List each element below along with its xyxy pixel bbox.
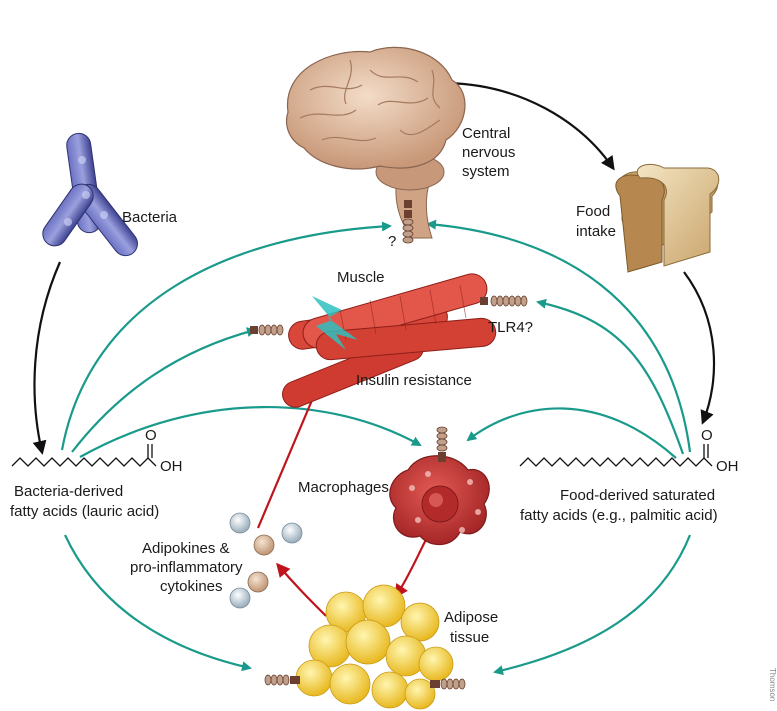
label-food: Food [576, 203, 610, 220]
arrow-food-to-fa [683, 271, 716, 425]
bacteria-illustration [42, 132, 138, 257]
bread-illustration [615, 163, 720, 273]
arrow-food-fa-to-macrophage [466, 407, 677, 459]
text-labels: Central nervous system ? Bacteria Food i… [10, 125, 777, 701]
arrow-bacteria-fa-to-adipose [64, 534, 252, 672]
receptor-muscle-left [250, 324, 284, 336]
label-insulin-resistance: Insulin resistance [356, 372, 472, 389]
lightning-bolt-icon [312, 296, 358, 350]
arrow-adipokines-to-muscle [256, 383, 321, 529]
label-muscle: Muscle [337, 269, 385, 286]
receptor-macrophage [436, 426, 448, 462]
label-cns: system [462, 163, 510, 180]
label-o-left: O [145, 427, 157, 444]
arrow-food-fa-to-cns [426, 219, 692, 453]
label-adipokines: cytokines [160, 578, 223, 595]
teal-arrows [60, 219, 692, 676]
adipose-illustration [295, 584, 454, 710]
arrow-food-fa-to-adipose [493, 534, 692, 676]
label-macrophages: Macrophages [298, 479, 389, 496]
label-bacteria: Bacteria [122, 209, 178, 226]
arrow-food-fa-to-tlr4 [536, 298, 685, 455]
palmitic-acid-structure [519, 444, 713, 467]
black-arrows [32, 81, 716, 455]
arrow-macrophage-to-adipose [394, 531, 431, 599]
receptor-adipose-left [264, 674, 300, 686]
receptor-cns [402, 200, 414, 244]
brain-illustration [285, 46, 466, 239]
macrophage-illustration [389, 426, 490, 546]
arrow-bacteria-fa-to-cns [60, 221, 392, 451]
receptor-muscle-right [480, 295, 528, 307]
arrow-cns-to-food [447, 81, 615, 171]
label-oh-left: OH [160, 458, 183, 475]
label-adipokines: Adipokines & [142, 540, 230, 557]
label-adipose: Adipose [444, 609, 498, 626]
label-adipokines: pro-inflammatory [130, 559, 243, 576]
label-food-fa: fatty acids (e.g., palmitic acid) [520, 507, 718, 524]
arrow-bacteria-fa-to-macrophage [79, 406, 422, 458]
credit-text: Thomson [768, 668, 777, 701]
muscle-illustration [282, 273, 497, 408]
label-cns-question: ? [388, 233, 396, 250]
label-adipose: tissue [450, 629, 489, 646]
label-bacteria-fa: Bacteria-derived [14, 483, 123, 500]
label-food: intake [576, 223, 616, 240]
arrow-bacteria-fa-to-muscle [71, 327, 257, 453]
arrow-adipose-to-adipokines [276, 562, 327, 617]
cytokine-balls [229, 512, 303, 609]
label-cns: Central [462, 125, 510, 142]
label-tlr4: TLR4? [488, 319, 533, 336]
label-oh-right: OH [716, 458, 739, 475]
label-o-right: O [701, 427, 713, 444]
label-food-fa: Food-derived saturated [560, 487, 715, 504]
lauric-acid-structure [11, 444, 157, 467]
label-bacteria-fa: fatty acids (lauric acid) [10, 503, 159, 520]
arrow-bacteria-to-fa [32, 261, 62, 455]
label-cns: nervous [462, 144, 515, 161]
receptor-adipose-right [430, 678, 466, 690]
